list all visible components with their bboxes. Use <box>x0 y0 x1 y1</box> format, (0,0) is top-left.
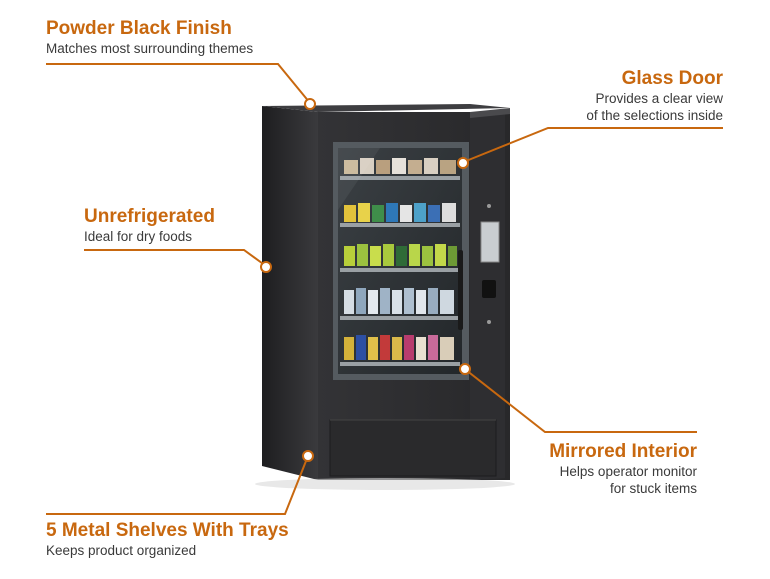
shelf-3 <box>340 268 460 272</box>
callout-subtitle: Matches most surrounding themes <box>46 41 254 56</box>
card-reader-icon <box>482 280 496 298</box>
leader-lines <box>46 63 723 515</box>
callout-title: Mirrored Interior <box>549 441 697 462</box>
leader-glass-door <box>465 127 723 162</box>
products-row-3 <box>344 244 457 266</box>
display-screen-icon <box>480 221 500 263</box>
callout-unrefrigerated: Unrefrigerated Ideal for dry foods <box>84 206 215 245</box>
callout-glass-door: Glass Door Provides a clear view of the … <box>586 68 723 124</box>
marker-unrefrigerated <box>260 261 272 273</box>
shelf-4 <box>340 316 460 320</box>
leader-mirrored-interior <box>465 369 697 433</box>
callout-subtitle-line-1: Provides a clear view <box>595 91 723 106</box>
products-row-2 <box>344 203 456 222</box>
leader-shelves <box>46 455 309 515</box>
callout-title: Powder Black Finish <box>46 18 232 39</box>
callout-title: 5 Metal Shelves With Trays <box>46 520 289 541</box>
callout-subtitle: Ideal for dry foods <box>84 229 193 244</box>
marker-shelves <box>302 450 314 462</box>
glass-window <box>333 142 469 380</box>
callout-mirrored-interior: Mirrored Interior Helps operator monitor… <box>549 441 697 497</box>
products-row-5 <box>344 335 454 360</box>
door-handle <box>458 250 463 330</box>
callout-shelves: 5 Metal Shelves With Trays Keeps product… <box>46 520 289 559</box>
callout-subtitle-line-1: Helps operator monitor <box>559 464 697 479</box>
marker-mirrored-interior <box>459 363 471 375</box>
products-row-4 <box>344 288 454 314</box>
callout-subtitle-line-2: of the selections inside <box>586 108 723 123</box>
delivery-compartment <box>329 419 497 477</box>
leader-powder-black <box>46 63 311 104</box>
callout-subtitle: Keeps product organized <box>46 543 197 558</box>
callout-title: Unrefrigerated <box>84 206 215 227</box>
shelf-2 <box>340 223 460 227</box>
callout-powder-black: Powder Black Finish Matches most surroun… <box>46 18 253 57</box>
callout-title: Glass Door <box>621 68 723 89</box>
cabinet-top <box>262 104 510 112</box>
shelf-1 <box>340 176 460 180</box>
callout-subtitle-line-2: for stuck items <box>609 481 697 496</box>
shelves <box>340 176 460 366</box>
controls <box>480 204 500 324</box>
cabinet-side-panel <box>262 106 318 480</box>
keypad-icon <box>487 320 491 324</box>
products-row-1 <box>344 158 456 174</box>
marker-dots <box>260 98 471 462</box>
shelf-5 <box>340 362 460 366</box>
marker-glass-door <box>457 157 469 169</box>
leader-unrefrigerated <box>84 249 267 267</box>
marker-powder-black <box>304 98 316 110</box>
